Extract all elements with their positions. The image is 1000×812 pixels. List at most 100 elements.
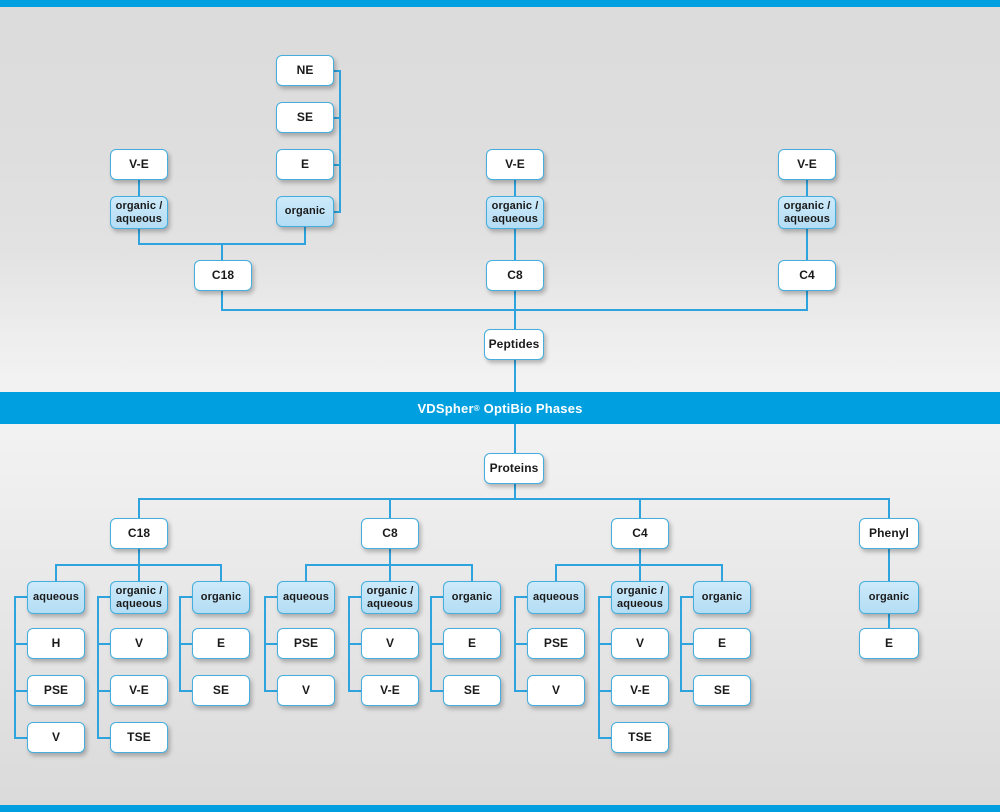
connector-phenyl-organic-to-e: [888, 614, 890, 628]
connector-peptides-to-banner: [514, 360, 516, 394]
node-mode-aqueous-c8p[interactable]: aqueous: [277, 581, 335, 614]
bracket-stub-c8-oa-1: [348, 690, 362, 692]
node-mode-organic-c8p[interactable]: organic: [443, 581, 501, 614]
connector-c18-to-aqueous: [55, 564, 57, 581]
node-mode-organic-aqueous-c4[interactable]: organic / aqueous: [778, 196, 836, 229]
bracket-stub-c4-o-0: [680, 643, 694, 645]
node-mode-organic-aqueous-c4p[interactable]: organic / aqueous: [611, 581, 669, 614]
bracket-stub-c8-o-1: [430, 690, 444, 692]
node-mode-organic-c18p[interactable]: organic: [192, 581, 250, 614]
node-ve-c8[interactable]: V-E: [486, 149, 544, 180]
bracket-stub-c4-oa-head: [598, 596, 612, 598]
node-item[interactable]: SE: [192, 675, 250, 706]
bracket-stub-c18-aq-1: [14, 690, 28, 692]
node-item[interactable]: SE: [443, 675, 501, 706]
node-item[interactable]: H: [27, 628, 85, 659]
connector-mode-to-c4: [806, 229, 808, 260]
node-ve-c4[interactable]: V-E: [778, 149, 836, 180]
node-item[interactable]: V: [361, 628, 419, 659]
connector-c18-to-bus: [221, 291, 223, 310]
node-mode-organic-aqueous-c18[interactable]: organic / aqueous: [110, 196, 168, 229]
node-item[interactable]: E: [192, 628, 250, 659]
bracket-stub-c4-oa-2: [598, 737, 612, 739]
node-mode-aqueous-c18p[interactable]: aqueous: [27, 581, 85, 614]
node-item[interactable]: PSE: [527, 628, 585, 659]
node-c18-peptides[interactable]: C18: [194, 260, 252, 291]
bracket-stub-c8-oa-0: [348, 643, 362, 645]
node-item[interactable]: SE: [693, 675, 751, 706]
connector-c8-to-organic: [471, 564, 473, 581]
bracket-stub-c18-oa-2: [97, 737, 111, 739]
node-ve-c18[interactable]: V-E: [110, 149, 168, 180]
node-mode-aqueous-c4p[interactable]: aqueous: [527, 581, 585, 614]
section-banner: VDSpher® OptiBio Phases: [0, 392, 1000, 424]
bracket-stub-c8-aq-0: [264, 643, 278, 645]
bracket-stub-c8-o-0: [430, 643, 444, 645]
node-e[interactable]: E: [276, 149, 334, 180]
connector-c4-to-organic: [721, 564, 723, 581]
node-item[interactable]: V: [27, 722, 85, 753]
bracket-c4-orgaq: [598, 597, 600, 739]
node-c8-proteins[interactable]: C8: [361, 518, 419, 549]
connector-bus-to-c8: [389, 498, 391, 518]
node-item[interactable]: PSE: [27, 675, 85, 706]
connector-c18-to-orgaq: [138, 564, 140, 581]
node-item[interactable]: V: [527, 675, 585, 706]
node-phenyl-proteins[interactable]: Phenyl: [859, 518, 919, 549]
connector-phenyl-to-organic: [888, 549, 890, 581]
connector-proteins-down: [514, 484, 516, 499]
bottom-accent-bar: [0, 805, 1000, 812]
node-mode-organic-aqueous-c8p[interactable]: organic / aqueous: [361, 581, 419, 614]
node-mode-organic-aqueous-c18p[interactable]: organic / aqueous: [110, 581, 168, 614]
node-proteins-root[interactable]: Proteins: [484, 453, 544, 484]
node-se[interactable]: SE: [276, 102, 334, 133]
connector-mode-to-c8: [514, 229, 516, 260]
node-organic-peptides-c18[interactable]: organic: [276, 196, 334, 227]
node-c4-proteins[interactable]: C4: [611, 518, 669, 549]
bracket-stub-c18-o-head: [179, 596, 193, 598]
node-c8-peptides[interactable]: C8: [486, 260, 544, 291]
node-item[interactable]: V: [110, 628, 168, 659]
node-item[interactable]: V-E: [611, 675, 669, 706]
bracket-stub-c18-aq-0: [14, 643, 28, 645]
connector-proteins-bus: [138, 498, 890, 500]
bracket-stub-c4-aq-0: [514, 643, 528, 645]
node-item[interactable]: E: [443, 628, 501, 659]
connector-c8-fan-down: [389, 549, 391, 565]
node-mode-organic-c4p[interactable]: organic: [693, 581, 751, 614]
bracket-stub-c8-aq-head: [264, 596, 278, 598]
node-c18-proteins[interactable]: C18: [110, 518, 168, 549]
node-item[interactable]: V-E: [361, 675, 419, 706]
node-peptides-root[interactable]: Peptides: [484, 329, 544, 360]
connector-down-from-mode-c18: [138, 229, 140, 244]
connector-stub-e: [333, 164, 341, 166]
connector-c4-to-orgaq: [639, 564, 641, 581]
connector-ve-to-mode-c8: [514, 180, 516, 196]
node-item[interactable]: E: [693, 628, 751, 659]
connector-c4-fan-bar: [555, 564, 722, 566]
banner-text-after: OptiBio Phases: [479, 400, 583, 416]
node-item[interactable]: TSE: [611, 722, 669, 753]
bracket-stub-c18-oa-0: [97, 643, 111, 645]
bracket-stub-c18-oa-head: [97, 596, 111, 598]
node-c4-peptides[interactable]: C4: [778, 260, 836, 291]
node-item[interactable]: V: [277, 675, 335, 706]
node-item[interactable]: TSE: [110, 722, 168, 753]
node-item[interactable]: PSE: [277, 628, 335, 659]
bracket-stub-c18-aq-head: [14, 596, 28, 598]
connector-stub-organic: [333, 211, 341, 213]
registered-icon: ®: [473, 403, 480, 413]
node-mode-organic-aqueous-c8[interactable]: organic / aqueous: [486, 196, 544, 229]
node-item[interactable]: E: [859, 628, 919, 659]
node-ne[interactable]: NE: [276, 55, 334, 86]
connector-stub-ne: [333, 70, 341, 72]
node-mode-organic-phenyl[interactable]: organic: [859, 581, 919, 614]
node-item[interactable]: V-E: [110, 675, 168, 706]
banner-text-before: VDSpher: [417, 400, 474, 416]
connector-c4-to-aqueous: [555, 564, 557, 581]
bracket-stub-c4-oa-0: [598, 643, 612, 645]
bracket-stub-c4-o-1: [680, 690, 694, 692]
node-item[interactable]: V: [611, 628, 669, 659]
connector-c4-to-bus: [806, 291, 808, 310]
